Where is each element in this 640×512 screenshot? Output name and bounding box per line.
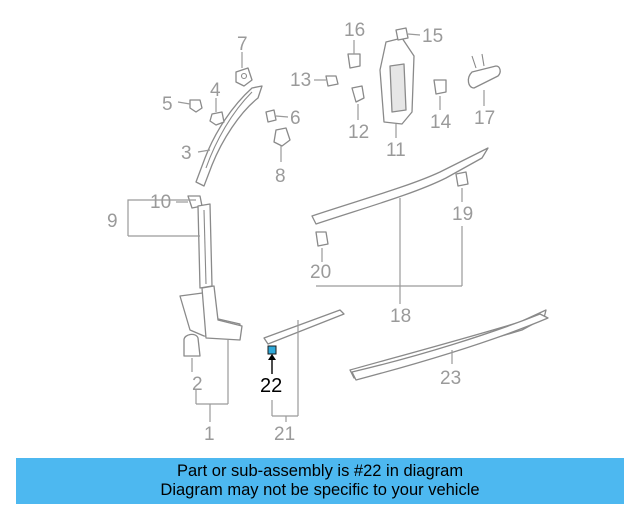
callout-23: 23 (440, 368, 461, 389)
callout-6: 6 (290, 108, 301, 129)
callout-2: 2 (192, 374, 203, 395)
parts-diagram: 1 2 3 4 5 6 7 8 9 10 11 12 13 14 15 16 1… (107, 20, 549, 445)
part-8-pad (273, 127, 291, 147)
part-23-rocker-trim (351, 313, 549, 381)
callout-20: 20 (310, 262, 331, 283)
callout-22: 22 (260, 375, 282, 397)
callout-labels: 1 2 3 4 5 6 7 8 9 10 11 12 13 14 15 16 1… (107, 20, 495, 445)
part-9-pillar-lower (197, 203, 213, 289)
part-2-clip (183, 333, 201, 357)
part-11-b-pillar-trim (379, 37, 415, 125)
callout-21: 21 (274, 424, 295, 445)
leader-22 (268, 354, 276, 374)
callout-11: 11 (386, 140, 406, 161)
callout-17: 17 (474, 108, 495, 129)
part-20-clip (315, 231, 329, 247)
part-13-screw (325, 75, 339, 87)
callout-8: 8 (275, 166, 286, 187)
part-21-scuff-plate (263, 309, 345, 345)
part-19-clip (455, 171, 469, 187)
part-15-clip (395, 27, 409, 41)
callout-1: 1 (204, 424, 215, 445)
part-18-scuff-trim-upper (311, 147, 489, 225)
part-14-clip (433, 79, 447, 95)
callout-12: 12 (348, 122, 369, 143)
callout-9: 9 (107, 211, 118, 232)
callout-10: 10 (150, 192, 171, 213)
part-22-clip (267, 345, 277, 355)
callout-15: 15 (422, 26, 443, 47)
callout-4: 4 (210, 80, 221, 101)
part-4-clip (209, 111, 225, 126)
callout-19: 19 (452, 204, 473, 225)
info-banner: Part or sub-assembly is #22 in diagram D… (16, 458, 624, 504)
part-3-a-pillar-trim (195, 85, 263, 187)
callout-18: 18 (390, 306, 411, 327)
part-7-clip (235, 67, 253, 87)
callout-16: 16 (344, 20, 365, 41)
part-6-screw (265, 109, 277, 123)
banner-line-1: Part or sub-assembly is #22 in diagram (176, 462, 464, 480)
callout-7: 7 (237, 34, 248, 55)
banner-line-2: Diagram may not be specific to your vehi… (160, 481, 480, 499)
callout-14: 14 (430, 112, 452, 133)
callout-3: 3 (181, 143, 192, 164)
callout-5: 5 (162, 94, 173, 115)
leader-lines (127, 33, 485, 422)
callout-13: 13 (290, 70, 311, 91)
part-1-kick-panel (179, 285, 243, 341)
part-5-screw (189, 99, 203, 113)
part-17-grab-handle (467, 53, 501, 89)
part-12-clip (351, 85, 365, 103)
part-16-clip (347, 53, 361, 69)
